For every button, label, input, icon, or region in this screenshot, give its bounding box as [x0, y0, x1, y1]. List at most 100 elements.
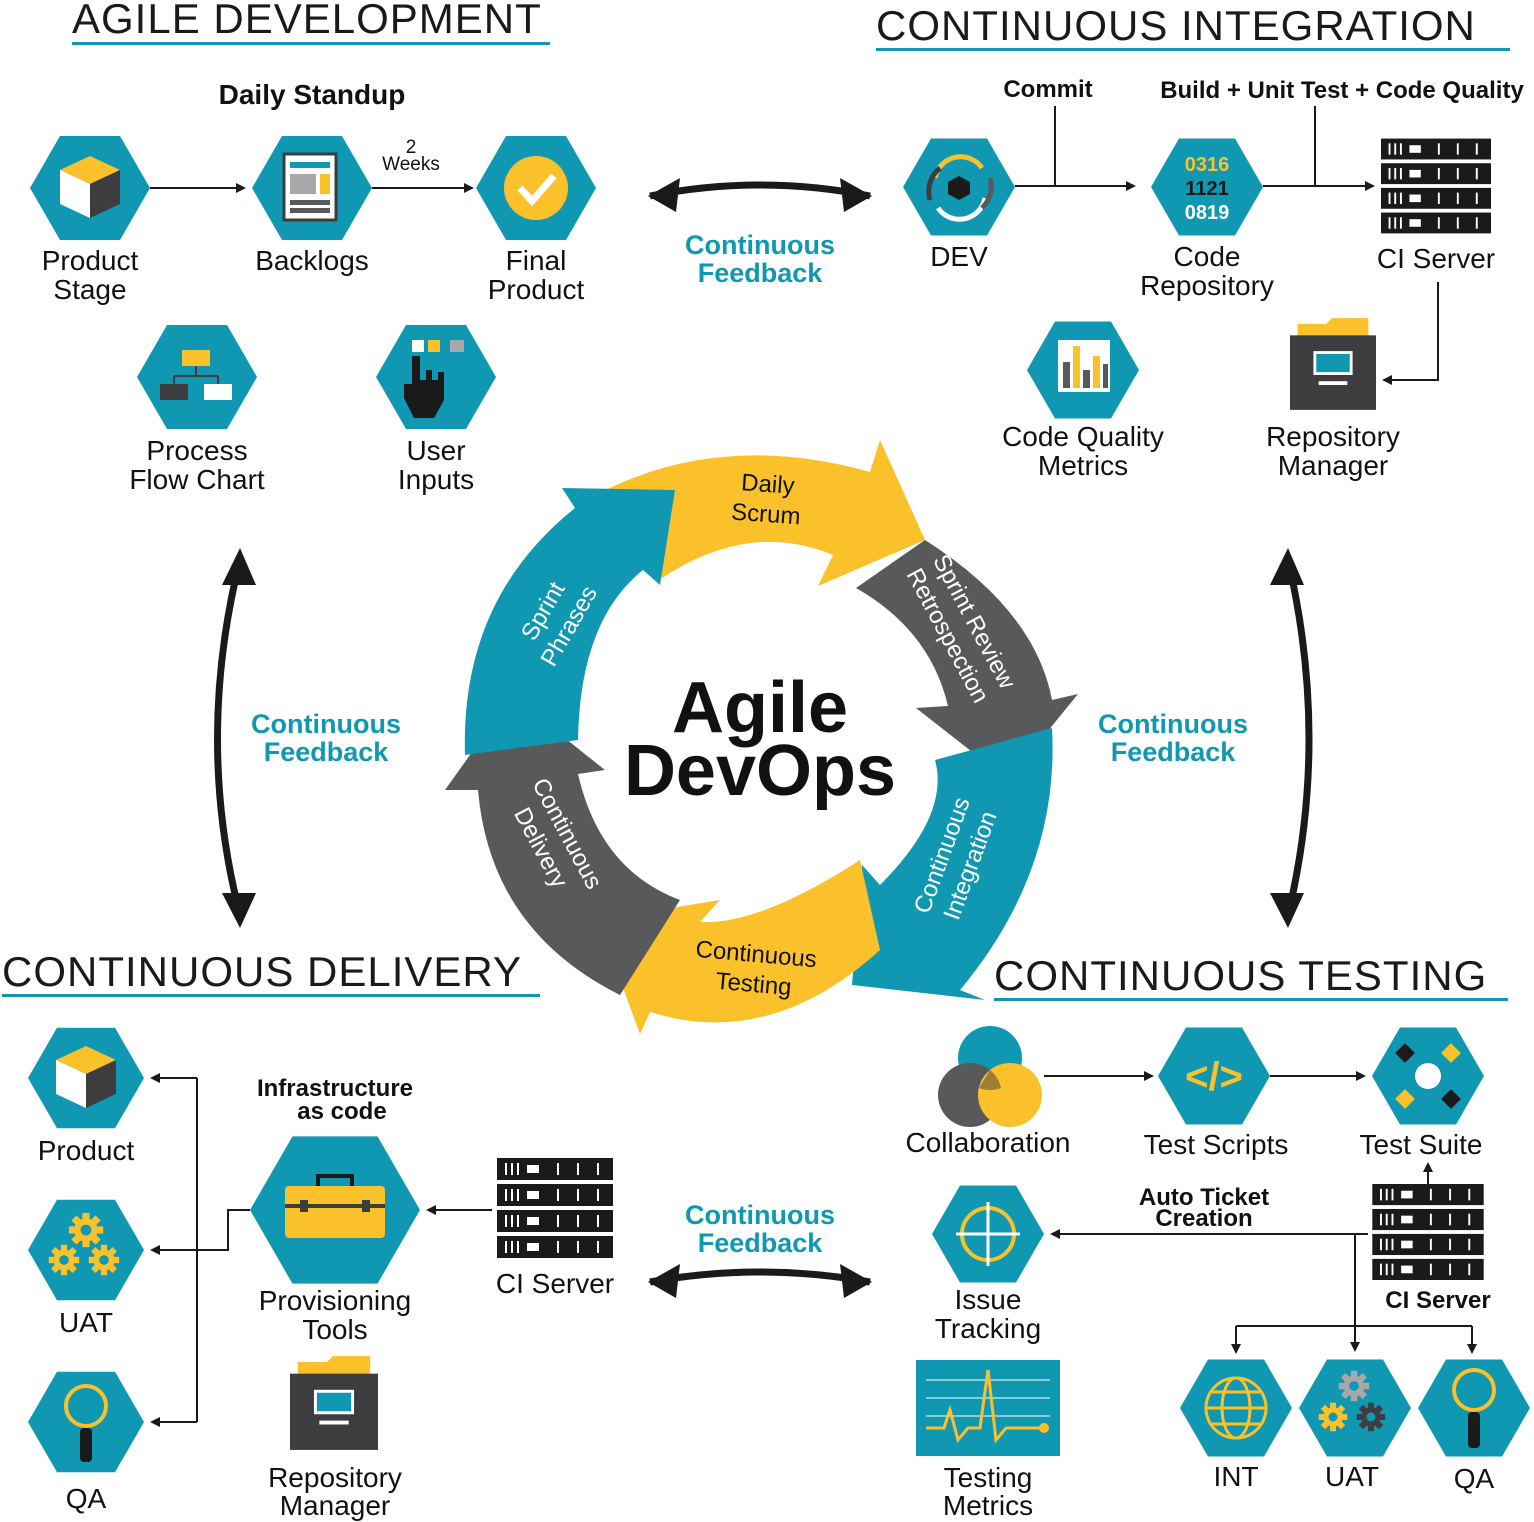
ring-segment-sprint-review	[856, 540, 1078, 780]
provisioning-label-1: Provisioning	[259, 1285, 412, 1316]
checkmark-icon	[504, 156, 568, 220]
feedback-label-left-1: Continuous	[251, 709, 401, 739]
feedback-label-bottom-2: Feedback	[698, 1228, 824, 1258]
code-quality-label-2: Metrics	[1038, 450, 1128, 481]
auto-ticket-label-1: Auto Ticket	[1139, 1184, 1269, 1211]
repository-manager-icon	[1290, 316, 1376, 412]
metrics-graph-icon	[916, 1360, 1060, 1456]
cd-product-label: Product	[38, 1135, 135, 1166]
ct-qa-label: QA	[1454, 1463, 1495, 1494]
build-label: Build + Unit Test + Code Quality	[1160, 77, 1524, 104]
user-inputs-label-2: Inputs	[398, 464, 474, 495]
feedback-connectors: Continuous Feedback Continuous Feedback …	[214, 178, 1313, 1298]
ct-uat-label: UAT	[1325, 1461, 1379, 1492]
cd-qa-label: QA	[66, 1483, 107, 1514]
product-stage-label-1: Product	[42, 245, 139, 276]
section-continuous-testing: CONTINUOUS TESTING Collaboration </> Tes…	[906, 952, 1530, 1521]
devops-cycle: Agile DevOps Daily Scrum Sprint Review R…	[445, 440, 1078, 1034]
section-continuous-integration: CONTINUOUS INTEGRATION Commit Build + Un…	[876, 2, 1524, 481]
code-repository-label-2: Repository	[1140, 270, 1274, 301]
test-scripts-label: Test Scripts	[1144, 1129, 1289, 1160]
code-quality-label-1: Code Quality	[1002, 421, 1164, 452]
ring-label-ct-2: Testing	[715, 968, 793, 1002]
test-suite-label: Test Suite	[1360, 1129, 1483, 1160]
ring-segment-daily-scrum	[598, 440, 925, 586]
ci-server-icon	[1381, 138, 1491, 234]
iac-label-2: as code	[297, 1098, 386, 1125]
dev-label: DEV	[930, 241, 988, 272]
globe-icon	[1204, 1376, 1268, 1440]
issue-tracking-label-2: Tracking	[935, 1313, 1041, 1344]
ci-title: CONTINUOUS INTEGRATION	[876, 2, 1476, 49]
provisioning-label-2: Tools	[302, 1314, 367, 1345]
hand-pointer-icon	[404, 340, 464, 418]
cd-repo-manager-label-2: Manager	[280, 1490, 391, 1521]
code-repository-label-1: Code	[1174, 241, 1241, 272]
cd-uat-label: UAT	[59, 1307, 113, 1338]
code-number-2: 1121	[1185, 178, 1228, 200]
code-number-1: 0316	[1185, 154, 1230, 176]
section-agile-development: AGILE DEVELOPMENT Daily Standup Product …	[30, 0, 596, 495]
feedback-arrow-right	[1284, 559, 1313, 916]
center-title-line2: DevOps	[624, 731, 896, 811]
process-flow-label-2: Flow Chart	[129, 464, 265, 495]
weeks-label: Weeks	[382, 154, 440, 175]
feedback-arrow-bottom	[649, 1268, 871, 1286]
ring-segment-sprint-phrases	[464, 488, 675, 755]
commit-label: Commit	[1003, 76, 1092, 103]
feedback-arrow-top	[649, 181, 871, 200]
cube-icon	[56, 1046, 116, 1108]
testing-metrics-label-2: Metrics	[943, 1490, 1033, 1521]
feedback-arrow-left	[214, 559, 244, 916]
ring-segment-continuous-testing	[598, 860, 880, 1034]
feedback-label-right-1: Continuous	[1098, 709, 1248, 739]
feedback-label-top-1: Continuous	[685, 230, 835, 260]
cube-icon	[60, 156, 120, 218]
auto-ticket-label-2: Creation	[1155, 1205, 1252, 1232]
ring-label-daily: Daily	[740, 469, 795, 500]
repo-manager-label-2: Manager	[1278, 450, 1389, 481]
iac-label-1: Infrastructure	[257, 1075, 413, 1102]
toolbox-icon	[285, 1174, 385, 1238]
ring-segment-continuous-delivery	[445, 696, 680, 995]
backlogs-label: Backlogs	[255, 245, 369, 276]
ct-ci-server-label: CI Server	[1385, 1287, 1490, 1314]
collaboration-label: Collaboration	[906, 1127, 1071, 1158]
ct-title: CONTINUOUS TESTING	[994, 952, 1487, 999]
ct-ci-server-icon	[1372, 1184, 1484, 1280]
agile-subtitle: Daily Standup	[219, 79, 406, 110]
magnifier-icon	[1452, 1368, 1496, 1448]
magnifier-icon	[64, 1384, 108, 1462]
feedback-label-top-2: Feedback	[698, 258, 824, 288]
crosshair-icon	[956, 1202, 1020, 1266]
flowchart-icon	[160, 350, 232, 400]
agile-title: AGILE DEVELOPMENT	[72, 0, 542, 42]
center-title-line1: Agile	[672, 668, 848, 748]
bar-chart-icon	[1058, 340, 1110, 392]
feedback-label-left-2: Feedback	[264, 737, 390, 767]
issue-tracking-label-1: Issue	[955, 1284, 1022, 1315]
cd-repository-manager-icon	[290, 1354, 378, 1452]
final-product-label-1: Final	[506, 245, 567, 276]
backlog-document-icon	[282, 152, 338, 222]
ci-server-label: CI Server	[1377, 243, 1495, 274]
code-brackets-icon: </>	[1185, 1055, 1243, 1099]
user-inputs-label-1: User	[406, 435, 465, 466]
test-suite-icon	[1395, 1043, 1461, 1109]
code-number-3: 0819	[1185, 202, 1230, 224]
cd-repo-manager-label-1: Repository	[268, 1462, 402, 1493]
ring-label-scrum: Scrum	[730, 499, 801, 531]
dev-cycle-icon	[926, 154, 994, 222]
feedback-label-bottom-1: Continuous	[685, 1200, 835, 1230]
process-flow-label-1: Process	[146, 435, 247, 466]
final-product-label-2: Product	[488, 274, 585, 305]
weeks-number: 2	[406, 137, 417, 158]
repo-manager-label-1: Repository	[1266, 421, 1400, 452]
ring-segment-continuous-integration	[852, 728, 1053, 1000]
ct-int-label: INT	[1213, 1461, 1258, 1492]
collaboration-venn-icon	[938, 1026, 1042, 1127]
cd-ci-server-icon	[497, 1158, 613, 1258]
cd-title: CONTINUOUS DELIVERY	[2, 948, 522, 995]
cd-ci-server-label: CI Server	[496, 1268, 614, 1299]
